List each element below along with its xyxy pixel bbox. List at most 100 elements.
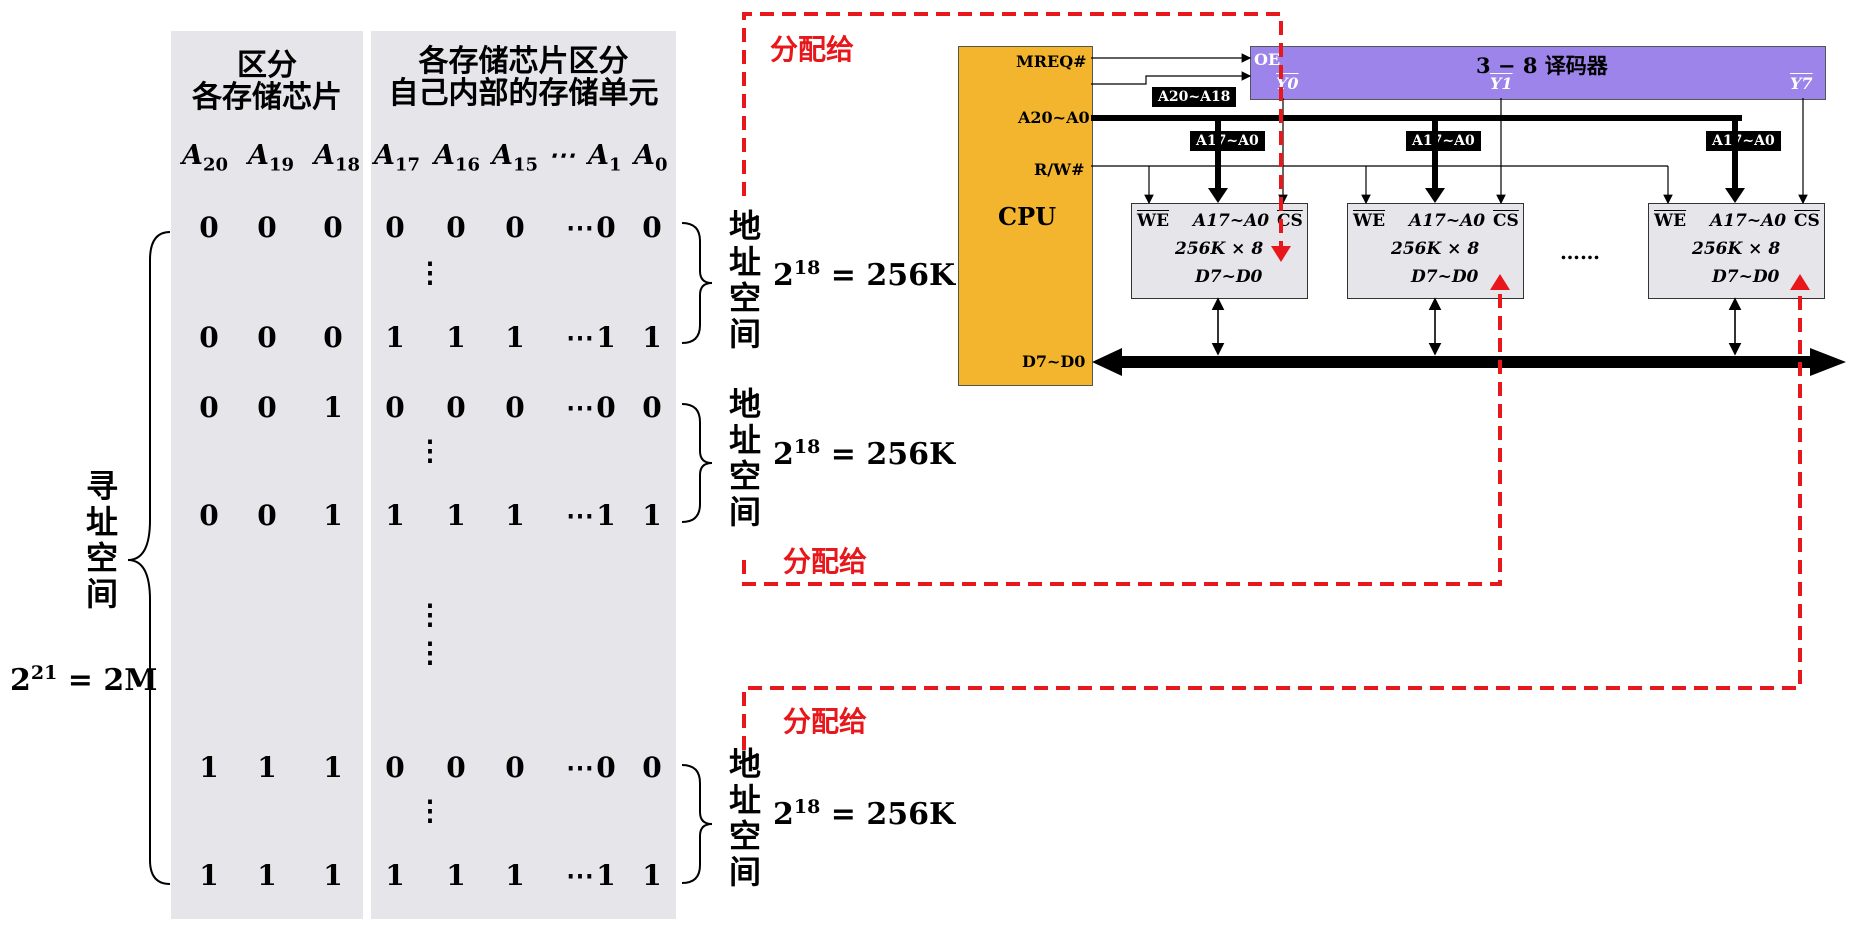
- address-space-label: 地址空间: [728, 385, 761, 531]
- decoder-title: 3 − 8 译码器: [1476, 53, 1608, 78]
- address-space-label: 地址空间: [728, 207, 761, 353]
- address-bit-cell: 0: [446, 391, 466, 424]
- address-bit-cell: 0: [385, 751, 405, 784]
- decoder-3-8: [1250, 46, 1826, 100]
- high-address-tag: A20~A18: [1152, 87, 1237, 107]
- chip-data-pins: D7~D0: [1195, 267, 1263, 287]
- chip-space-equation: 218 = 256K: [773, 796, 956, 832]
- address-bit-cell: 1: [642, 321, 662, 354]
- address-bit-cell: 1: [505, 499, 525, 532]
- address-bit-cell: 1: [257, 859, 277, 892]
- cpu-label: CPU: [998, 202, 1057, 231]
- address-bit-cell: 1: [642, 859, 662, 892]
- address-bit-cell: 0: [446, 211, 466, 244]
- address-bit-cell: 0: [505, 211, 525, 244]
- decoder-y7-pin: Y7: [1790, 74, 1813, 93]
- chip-space-equation: 218 = 256K: [773, 436, 956, 472]
- chip-address-pins: A17~A0: [1409, 211, 1486, 231]
- column-header: A18: [314, 140, 361, 176]
- chip-capacity: 256K × 8: [1692, 239, 1781, 259]
- assign-path-chip0: [742, 12, 1283, 252]
- address-bit-cell: 0: [257, 391, 277, 424]
- address-bit-cell: 0: [199, 499, 219, 532]
- low-address-tag: A17~A0: [1706, 131, 1781, 151]
- assign-arrow: [1271, 246, 1291, 262]
- address-bit-cell: 1: [385, 321, 405, 354]
- address-bus-arrow: [1208, 188, 1228, 203]
- address-bit-cell: 0: [257, 499, 277, 532]
- address-bit-cell: 1: [446, 321, 466, 354]
- decoder-y1-pin: Y1: [1490, 74, 1513, 93]
- addressing-space-label: 寻址空间: [85, 467, 118, 613]
- high-address-line: [1091, 71, 1252, 85]
- address-space-brace: [681, 222, 713, 344]
- assign-arrow: [1490, 274, 1510, 290]
- chip-space-equation: 218 = 256K: [773, 257, 956, 293]
- chip-address-pins: A17~A0: [1710, 211, 1787, 231]
- assign-path-chip1: [742, 284, 1502, 586]
- address-bit-cell: 1: [505, 321, 525, 354]
- cpu-pin-rw: R/W#: [1034, 160, 1085, 179]
- assign-label: 分配给: [783, 705, 868, 738]
- address-bit-cell: 0: [596, 751, 616, 784]
- address-bus-arrow: [1725, 188, 1745, 203]
- total-space-equation: 221 = 2M: [10, 662, 158, 698]
- address-bit-cell: ⋯: [566, 391, 594, 424]
- address-bit-cell: 1: [385, 859, 405, 892]
- address-bit-cell: 0: [642, 211, 662, 244]
- column-header: A17: [374, 140, 421, 176]
- chip-cs-pin: CS: [1493, 211, 1519, 231]
- address-bit-cell: 0: [199, 391, 219, 424]
- address-bit-cell: 1: [257, 751, 277, 784]
- address-space-label: 地址空间: [728, 745, 761, 891]
- chip-we-pin: WE: [1137, 211, 1170, 231]
- chip-we-pin: WE: [1353, 211, 1386, 231]
- address-bit-cell: ⋯: [566, 211, 594, 244]
- assign-label: 分配给: [783, 545, 868, 578]
- address-bit-cell: 0: [385, 391, 405, 424]
- chip-capacity: 256K × 8: [1391, 239, 1480, 259]
- address-bit-cell: 1: [199, 859, 219, 892]
- address-bit-cell: 0: [446, 751, 466, 784]
- low-address-tag: A17~A0: [1406, 131, 1481, 151]
- chip-data-pins: D7~D0: [1411, 267, 1479, 287]
- address-bus-arrow: [1425, 188, 1445, 203]
- address-bit-cell: ⋯: [566, 859, 594, 892]
- assign-label: 分配给: [770, 33, 855, 66]
- address-bit-cell: 1: [596, 859, 616, 892]
- chip-cs-pin: CS: [1277, 211, 1303, 231]
- address-bit-cell: 0: [505, 391, 525, 424]
- address-bit-cell: 0: [257, 211, 277, 244]
- address-bit-cell: 0: [596, 391, 616, 424]
- address-bit-cell: 0: [323, 211, 343, 244]
- chip-ellipsis: ……: [1560, 240, 1600, 264]
- address-bit-cell: 1: [642, 499, 662, 532]
- address-bit-cell: 1: [446, 859, 466, 892]
- assign-arrow: [1790, 274, 1810, 290]
- address-bit-cell: 0: [642, 391, 662, 424]
- address-bit-cell: 1: [446, 499, 466, 532]
- column-header: ⋯: [548, 140, 575, 171]
- decoder-oe-pin: OE: [1254, 50, 1281, 69]
- column-header: A0: [634, 140, 668, 176]
- address-bit-cell: 1: [596, 321, 616, 354]
- address-space-brace: [681, 403, 713, 523]
- address-bit-cell: ⋯: [566, 499, 594, 532]
- address-bit-cell: 0: [505, 751, 525, 784]
- cpu-pin-data: D7~D0: [1022, 352, 1086, 371]
- chip-data-pins: D7~D0: [1712, 267, 1780, 287]
- column-header: A20: [182, 140, 229, 176]
- chip-we-pin: WE: [1654, 211, 1687, 231]
- address-bit-cell: 1: [505, 859, 525, 892]
- address-bit-cell: 0: [199, 321, 219, 354]
- column-header: A15: [492, 140, 539, 176]
- address-bit-cell: 1: [323, 751, 343, 784]
- chip-select-bits-panel: [171, 31, 363, 919]
- address-bit-cell: 1: [323, 499, 343, 532]
- cpu-pin-address: A20~A0: [1018, 108, 1090, 127]
- address-space-brace: [681, 764, 713, 884]
- address-bit-cell: ⋯: [566, 751, 594, 784]
- chip-select-panel-title: 区分各存储芯片: [192, 48, 342, 115]
- address-bit-cell: 1: [385, 499, 405, 532]
